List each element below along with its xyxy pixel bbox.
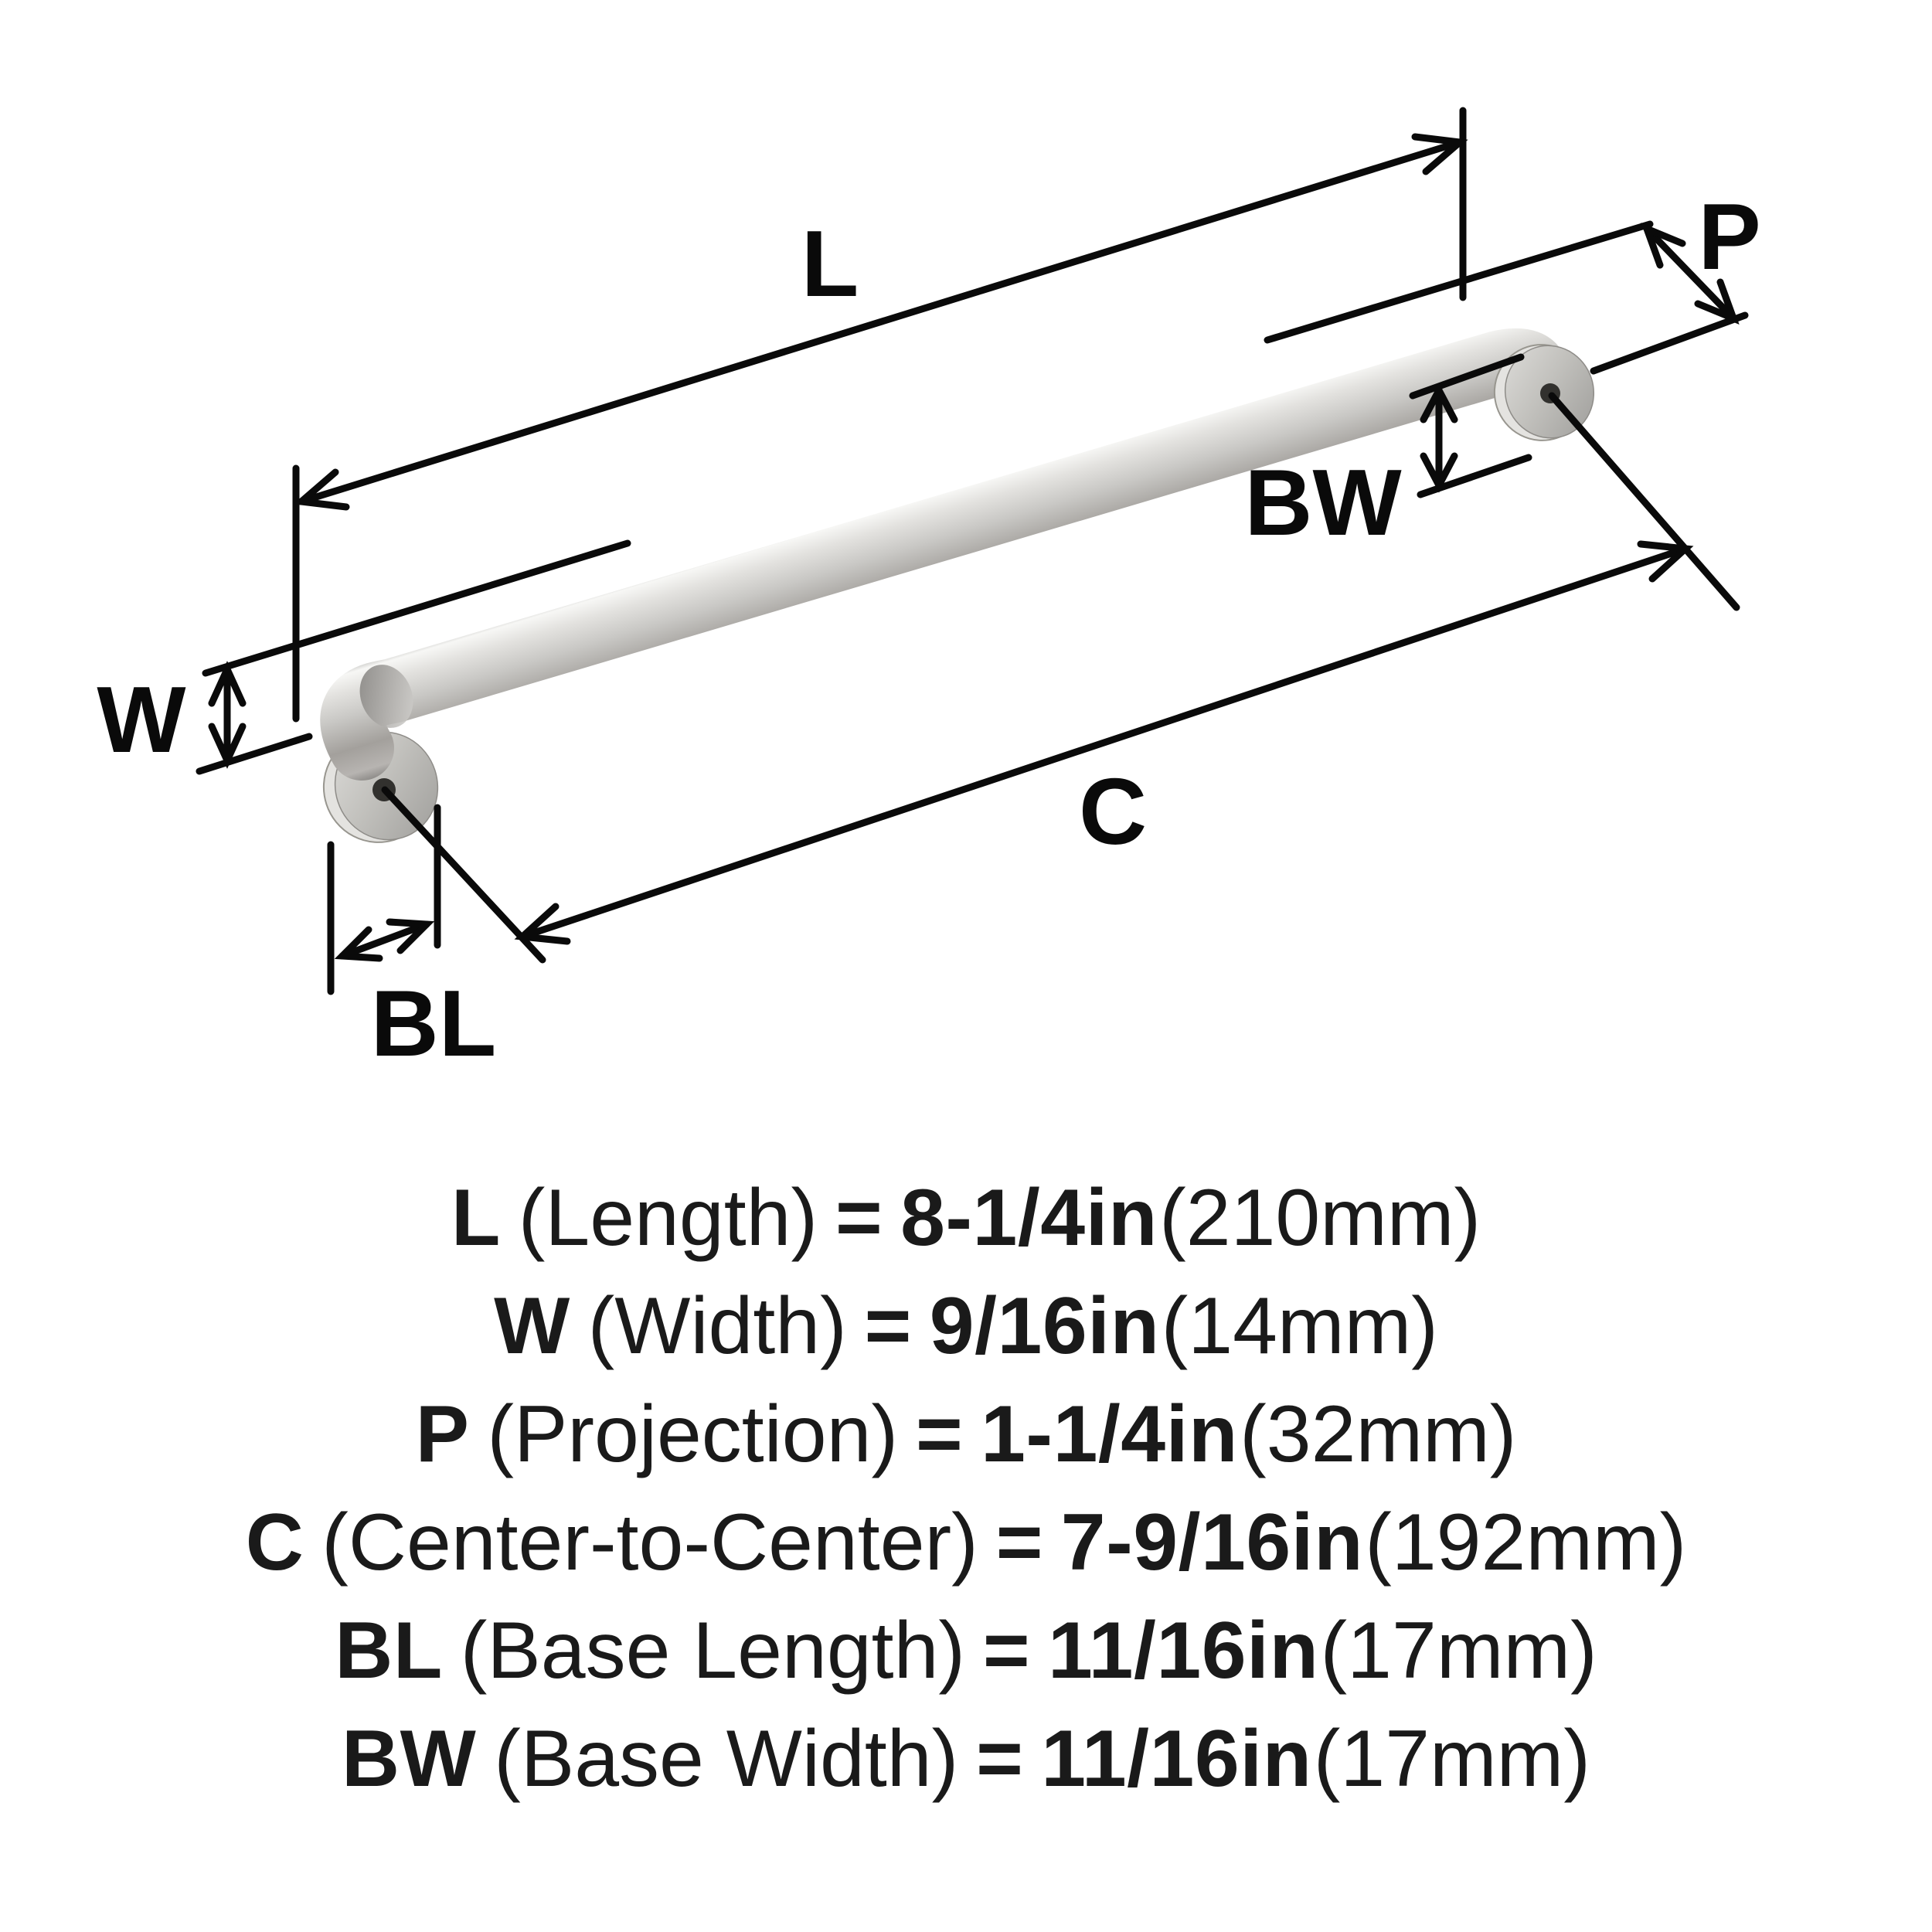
dim-label-base-width: BW: [1244, 450, 1402, 555]
length-dimension-line: [298, 138, 1464, 505]
spec-name: (Length): [518, 1173, 818, 1263]
spec-metric: (14mm): [1161, 1281, 1438, 1371]
spec-name: (Projection): [487, 1389, 899, 1479]
base-width-arrowhead-top: [1420, 383, 1458, 423]
spec-name: (Width): [587, 1281, 847, 1371]
dimension-annotations: L W P: [97, 107, 1761, 1076]
spec-row-base-width: BW(Base Width)=11/16in(17mm): [0, 1705, 1932, 1813]
spec-row-length: L(Length)=8-1/4in(210mm): [0, 1164, 1932, 1272]
dim-width: W: [97, 539, 631, 775]
equals-sign: =: [976, 1714, 1024, 1804]
equals-sign: =: [982, 1606, 1031, 1696]
spec-row-projection: P(Projection)=1-1/4in(32mm): [0, 1380, 1932, 1488]
base-width-arrowhead-bottom: [1420, 452, 1458, 493]
spec-row-base-length: BL(Base Length)=11/16in(17mm): [0, 1597, 1932, 1705]
handle-end-cap: [359, 665, 413, 728]
spec-value: 8-1/4in: [900, 1173, 1158, 1263]
spec-metric: (192mm): [1365, 1498, 1687, 1587]
equals-sign: =: [835, 1173, 883, 1263]
dimension-spec-list: L(Length)=8-1/4in(210mm) W(Width)=9/16in…: [0, 1164, 1932, 1813]
width-arrowhead-bottom: [208, 723, 247, 769]
base-length-arrowhead-left: [334, 926, 383, 962]
spec-symbol: W: [494, 1281, 570, 1371]
width-tick-lower: [196, 733, 313, 775]
spec-value: 1-1/4in: [981, 1389, 1239, 1479]
length-arrowhead-left: [293, 468, 350, 511]
base-length-arrowhead-right: [386, 918, 435, 954]
center-arrowhead-left: [514, 903, 571, 945]
spec-metric: (210mm): [1159, 1173, 1481, 1263]
spec-row-width: W(Width)=9/16in(14mm): [0, 1272, 1932, 1380]
dim-base-width: BW: [1244, 353, 1532, 555]
equals-sign: =: [915, 1389, 964, 1479]
spec-name: (Base Width): [494, 1714, 959, 1804]
pull-handle-render: [320, 328, 1595, 843]
spec-metric: (17mm): [1320, 1606, 1597, 1696]
projection-arrowhead-top: [1641, 222, 1686, 269]
spec-value: 11/16in: [1041, 1714, 1312, 1804]
spec-symbol: L: [451, 1173, 501, 1263]
center-arrowhead-right: [1637, 540, 1694, 583]
spec-name: (Base Length): [460, 1606, 966, 1696]
center-dimension-line: [519, 545, 1689, 940]
projection-tick-lower: [1590, 311, 1749, 375]
spec-metric: (17mm): [1313, 1714, 1590, 1804]
projection-arrow-shaft: [1643, 225, 1737, 322]
dim-label-projection: P: [1698, 184, 1760, 289]
projection-arrowhead-bottom: [1694, 278, 1740, 325]
spec-symbol: BW: [342, 1714, 477, 1804]
equals-sign: =: [995, 1498, 1043, 1587]
spec-value: 7-9/16in: [1060, 1498, 1364, 1587]
spec-symbol: P: [415, 1389, 470, 1479]
equals-sign: =: [864, 1281, 912, 1371]
projection-tick-upper: [1264, 220, 1654, 344]
spec-row-center-to-center: C(Center-to-Center)=7-9/16in(192mm): [0, 1488, 1932, 1597]
dim-projection: P: [1264, 184, 1761, 375]
length-arrowhead-right: [1411, 133, 1468, 175]
center-leader-right: [1548, 392, 1740, 611]
dim-center-to-center: C: [381, 392, 1740, 964]
spec-value: 11/16in: [1048, 1606, 1319, 1696]
base-width-tick-upper: [1409, 353, 1525, 400]
dim-label-base-length: BL: [371, 971, 497, 1076]
dim-label-length: L: [801, 211, 859, 316]
base-length-arrow-shaft: [338, 920, 430, 960]
spec-metric: (32mm): [1240, 1389, 1517, 1479]
center-leader-left: [381, 786, 546, 964]
dim-label-width: W: [97, 667, 186, 772]
dim-label-center: C: [1079, 759, 1147, 864]
spec-name: (Center-to-Center): [321, 1498, 978, 1587]
spec-symbol: BL: [335, 1606, 443, 1696]
spec-value: 9/16in: [929, 1281, 1160, 1371]
dim-base-length: BL: [327, 804, 497, 1076]
dim-length: L: [292, 107, 1468, 723]
spec-symbol: C: [245, 1498, 304, 1587]
width-arrowhead-top: [208, 661, 247, 707]
width-tick-upper: [202, 539, 631, 677]
